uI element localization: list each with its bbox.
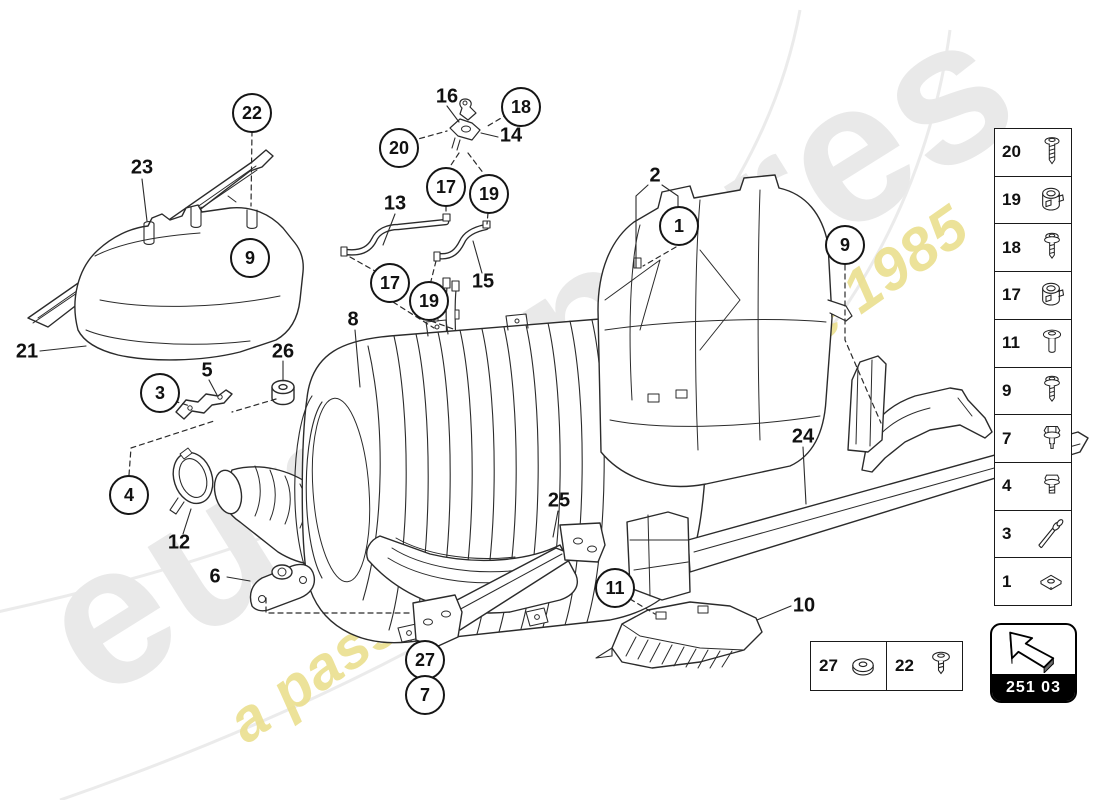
callout-19-lower[interactable]: 19 [409, 281, 449, 321]
part-heat-shield-left [74, 204, 304, 361]
legend-part-number: 1 [1002, 571, 1012, 591]
direction-arrow-icon [992, 625, 1075, 674]
part-rubber-mount-6 [249, 563, 316, 612]
leader-lines [39, 105, 807, 621]
blind-rivet-icon [1038, 324, 1066, 362]
part-cross-brace-24 [626, 355, 1089, 601]
page-ref-box[interactable]: 251 03 [990, 623, 1077, 703]
label-21[interactable]: 21 [15, 340, 39, 363]
label-15[interactable]: 15 [471, 270, 495, 293]
label-26[interactable]: 26 [271, 340, 295, 363]
legend-row-3[interactable]: 3 [995, 510, 1071, 559]
label-16[interactable]: 16 [435, 85, 459, 108]
long-bolt-icon [1034, 515, 1066, 553]
callout-19-upper[interactable]: 19 [469, 174, 509, 214]
callout-27[interactable]: 27 [405, 640, 445, 680]
callout-9-left[interactable]: 9 [230, 238, 270, 278]
label-23[interactable]: 23 [130, 156, 154, 179]
page-ref-code: 251 03 [992, 674, 1075, 701]
legend-row-4[interactable]: 4 [995, 462, 1071, 511]
part-support-bracket-5 [175, 389, 233, 420]
part-vacuum-pipes [340, 213, 491, 262]
legend-row-20[interactable]: 20 [995, 129, 1071, 177]
callout-1[interactable]: 1 [659, 206, 699, 246]
callout-20[interactable]: 20 [379, 128, 419, 168]
legend-part-number: 18 [1002, 237, 1021, 257]
label-8[interactable]: 8 [347, 308, 359, 331]
part-grommet-26 [271, 379, 295, 406]
part-end-shield-10 [595, 601, 763, 669]
legend-row-1[interactable]: 1 [995, 558, 1071, 606]
footer-cell-22[interactable]: 22 [886, 642, 962, 690]
callout-11[interactable]: 11 [595, 568, 635, 608]
callout-17-upper[interactable]: 17 [426, 167, 466, 207]
pan-head-screw-icon [1038, 133, 1066, 171]
label-10[interactable]: 10 [792, 594, 816, 617]
callout-9-right[interactable]: 9 [825, 225, 865, 265]
legend-part-number: 22 [895, 656, 914, 675]
legend-row-19[interactable]: 19 [995, 176, 1071, 225]
legend-part-number: 19 [1002, 190, 1021, 210]
hose-clamp-icon [1036, 181, 1066, 219]
label-24[interactable]: 24 [791, 425, 815, 448]
legend-row-18[interactable]: 18 [995, 224, 1071, 273]
legend-row-7[interactable]: 7 [995, 415, 1071, 463]
label-5[interactable]: 5 [201, 359, 213, 382]
legend-part-number: 20 [1002, 142, 1021, 162]
dashed-links [128, 113, 882, 615]
legend-part-number: 11 [1002, 333, 1020, 353]
label-12[interactable]: 12 [167, 531, 191, 554]
hardware-legend: 20 19 18 17 11 [994, 128, 1072, 606]
part-heat-shield-right [597, 174, 853, 488]
legend-row-11[interactable]: 11 [995, 319, 1071, 368]
washer-icon [846, 649, 880, 683]
callout-18[interactable]: 18 [501, 87, 541, 127]
legend-part-number: 27 [819, 656, 838, 675]
part-clamp-ring-12 [169, 447, 214, 515]
flange-screw-icon [1038, 229, 1066, 267]
footer-legend: 27 22 [810, 641, 963, 691]
legend-row-17[interactable]: 17 [995, 272, 1071, 320]
label-14[interactable]: 14 [499, 124, 523, 147]
legend-part-number: 17 [1002, 285, 1021, 305]
legend-part-number: 9 [1002, 380, 1012, 400]
label-25[interactable]: 25 [547, 489, 571, 512]
callout-3[interactable]: 3 [140, 373, 180, 413]
square-nut-icon [1036, 563, 1066, 601]
callout-4[interactable]: 4 [109, 475, 149, 515]
flange-screw-icon [1038, 372, 1066, 410]
label-6[interactable]: 6 [209, 565, 221, 588]
screw-icon [926, 648, 956, 684]
label-2[interactable]: 2 [649, 164, 661, 187]
legend-row-9[interactable]: 9 [995, 367, 1071, 416]
legend-part-number: 7 [1002, 428, 1012, 448]
callout-7[interactable]: 7 [405, 675, 445, 715]
legend-part-number: 3 [1002, 523, 1012, 543]
hex-washer-bolt-icon [1038, 420, 1066, 458]
legend-part-number: 4 [1002, 476, 1012, 496]
footer-cell-27[interactable]: 27 [811, 642, 886, 690]
callout-22[interactable]: 22 [232, 93, 272, 133]
part-bracket-25 [412, 522, 606, 648]
hex-flange-bolt-icon [1038, 467, 1066, 505]
hose-clamp-icon [1036, 276, 1066, 314]
part-pipe-bracket-top [449, 98, 481, 151]
callout-17-lower[interactable]: 17 [370, 263, 410, 303]
label-13[interactable]: 13 [383, 192, 407, 215]
